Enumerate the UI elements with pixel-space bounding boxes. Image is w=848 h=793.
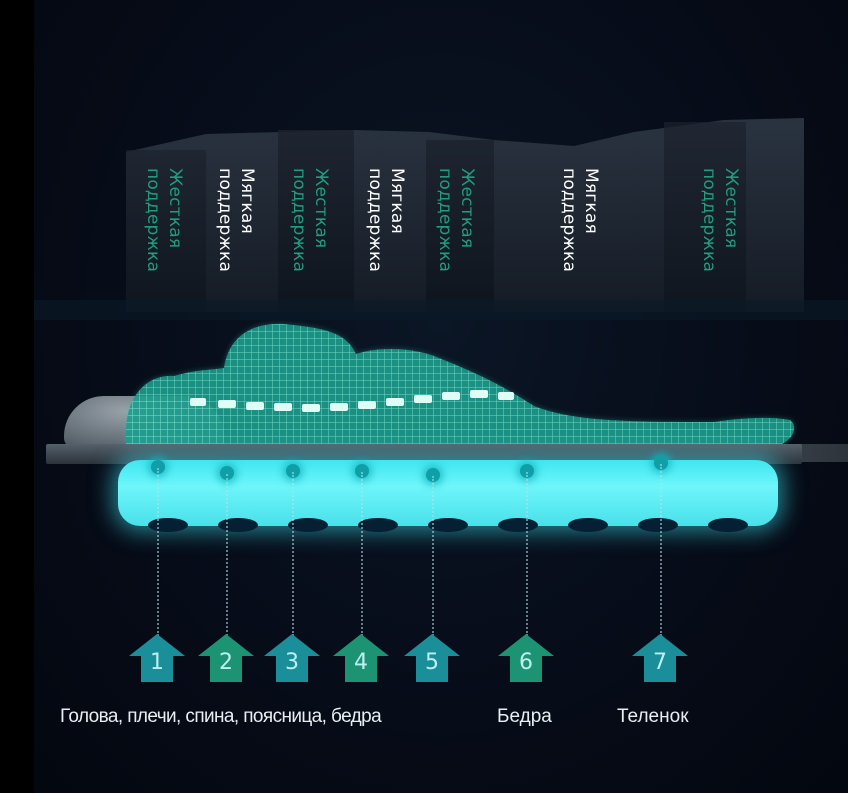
zone-number: 4: [354, 650, 368, 675]
leader-line-3: [292, 472, 294, 636]
zone-markers: 1 2 3 4 5 6 7: [34, 632, 848, 692]
zone-number: 1: [150, 650, 164, 675]
zone-number: 6: [519, 650, 533, 675]
zone-point-4: [355, 464, 369, 478]
label-zone-6: Бедра: [497, 706, 552, 727]
zone-labels: Голова, плечи, спина, поясница, бедра Бе…: [34, 706, 848, 736]
spring-coil-band: [118, 460, 778, 532]
zone-point-3: [286, 464, 300, 478]
leader-line-6: [526, 472, 528, 636]
zone-point-6: [520, 464, 534, 478]
leader-line-5: [432, 476, 434, 636]
leader-line-2: [226, 474, 228, 636]
house-arrow-icon: [129, 634, 185, 682]
zone-marker-4: 4: [331, 632, 391, 684]
label-zones-1-5: Голова, плечи, спина, поясница, бедра: [60, 706, 382, 727]
house-arrow-icon: [198, 634, 254, 682]
zone-point-5: [426, 468, 440, 482]
house-arrow-icon: [632, 634, 688, 682]
zone-number: 7: [653, 650, 667, 675]
leader-line-4: [361, 472, 363, 636]
zone-marker-2: 2: [196, 632, 256, 684]
zone-marker-3: 3: [262, 632, 322, 684]
house-arrow-icon: [404, 634, 460, 682]
label-zone-7: Теленок: [617, 706, 689, 727]
sleeper-scene: [34, 310, 848, 560]
leader-line-7: [660, 464, 662, 636]
zone-number: 5: [425, 650, 439, 675]
mattress-top-layer: [46, 444, 802, 464]
house-arrow-icon: [333, 634, 389, 682]
zone-point-7: [654, 456, 668, 470]
panel-backdrop: [34, 118, 848, 320]
house-arrow-icon: [498, 634, 554, 682]
zone-marker-7: 7: [630, 632, 690, 684]
zone-marker-5: 5: [402, 632, 462, 684]
zone-point-2: [220, 466, 234, 480]
zone-number: 2: [219, 650, 233, 675]
zone-marker-1: 1: [127, 632, 187, 684]
left-black-border: [0, 0, 34, 793]
spine-line: [190, 390, 514, 412]
zone-number: 3: [285, 650, 299, 675]
zone-marker-6: 6: [496, 632, 556, 684]
leader-line-1: [157, 468, 159, 636]
body-wireframe: [125, 323, 795, 444]
house-arrow-icon: [264, 634, 320, 682]
zone-point-1: [151, 460, 165, 474]
